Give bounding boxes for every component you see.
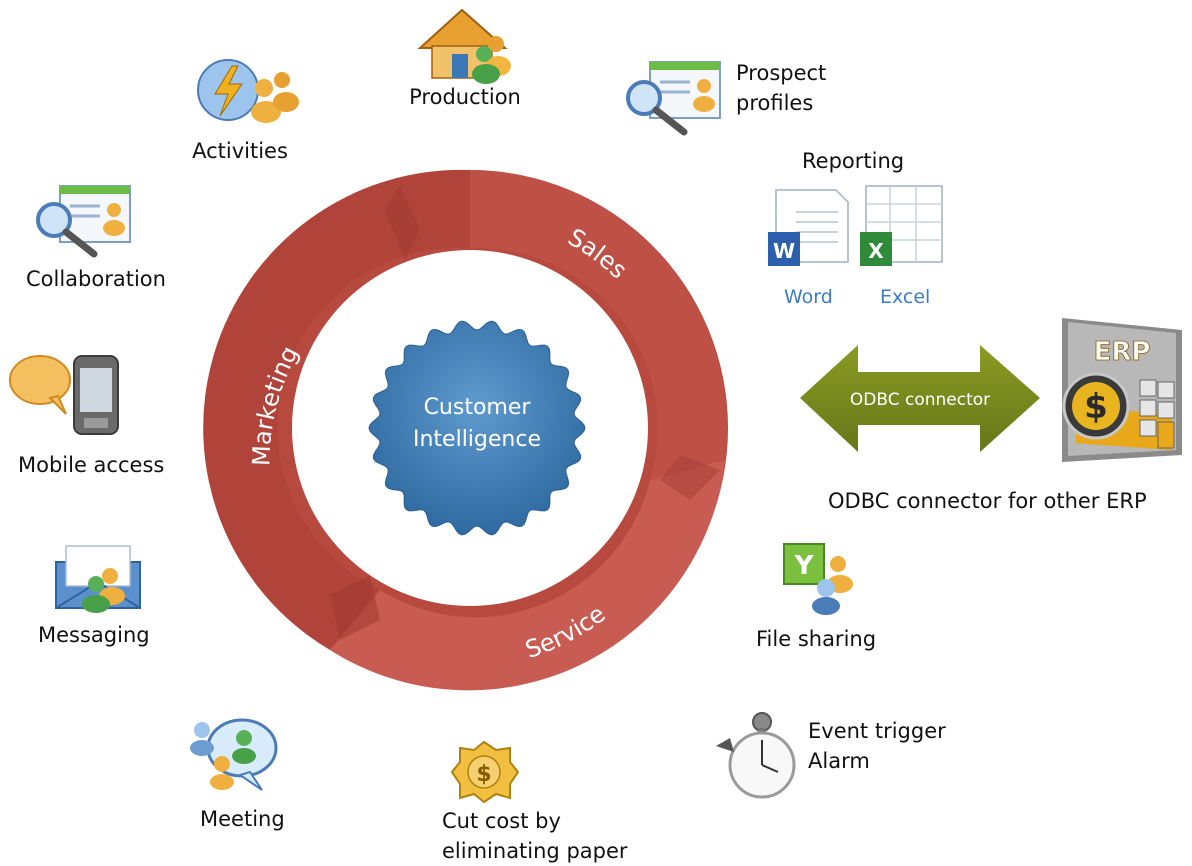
- ring-segment-marketing: [203, 169, 470, 650]
- ring-segment-service: [330, 460, 725, 691]
- ring-arrow-head-1: [385, 185, 420, 260]
- ring-arrow-head-2: [660, 455, 720, 500]
- collaboration-magnifier-icon: [36, 185, 131, 258]
- production-house-icon: [417, 8, 511, 84]
- svg-text:$: $: [476, 762, 491, 787]
- ring-segment-sales: [470, 170, 727, 480]
- erp-display-text: ERP: [1094, 337, 1151, 367]
- word-document-icon: W: [768, 189, 849, 266]
- feature-label-production: Production: [409, 85, 521, 109]
- feature-label-cutcost-line1: Cut cost by: [442, 809, 561, 833]
- feature-label-mobile-access: Mobile access: [18, 453, 165, 477]
- feature-label-cutcost-line2: eliminating paper: [442, 839, 628, 863]
- feature-label-event-line2: Alarm: [808, 749, 870, 773]
- feature-label-file-sharing: File sharing: [756, 627, 877, 651]
- meeting-people-icon: [190, 718, 278, 791]
- feature-label-collaboration: Collaboration: [26, 267, 166, 291]
- file-sharing-icon: Y: [783, 543, 853, 615]
- odbc-arrow-label: ODBC connector: [850, 390, 990, 410]
- svg-text:X: X: [868, 239, 884, 263]
- stopwatch-icon: [716, 712, 796, 799]
- feature-label-event-line1: Event trigger: [808, 719, 946, 743]
- badge-shape: [368, 320, 586, 536]
- svg-text:W: W: [773, 239, 795, 263]
- cost-coin-icon: $: [450, 740, 520, 804]
- badge-title-line2: Intelligence: [413, 427, 541, 452]
- feature-label-prospect-line1: Prospect: [736, 61, 827, 85]
- ring-arrow-head-3: [330, 575, 380, 640]
- svg-text:Y: Y: [794, 551, 815, 581]
- double-arrow-shape: [800, 345, 1040, 452]
- messaging-envelope-icon: [55, 545, 141, 613]
- feature-label-reporting: Reporting: [802, 149, 905, 173]
- center-badge: Customer Intelligence: [368, 320, 586, 536]
- reporting-word-label: Word: [784, 286, 833, 308]
- activities-lightning-icon: [197, 59, 299, 123]
- reporting-excel-label: Excel: [880, 286, 931, 308]
- feature-label-messaging: Messaging: [38, 623, 150, 647]
- odbc-caption: ODBC connector for other ERP: [828, 489, 1147, 513]
- odbc-connector-arrow: ODBC connector: [800, 345, 1040, 452]
- prospect-profile-icon: [626, 61, 721, 136]
- erp-dollar-sign: $: [1084, 387, 1108, 427]
- mobile-phone-icon: [9, 355, 119, 435]
- feature-label-meeting: Meeting: [200, 807, 285, 831]
- badge-title-line1: Customer: [424, 395, 532, 420]
- feature-label-activities: Activities: [192, 139, 288, 163]
- excel-spreadsheet-icon: X: [860, 185, 943, 266]
- erp-calculator-icon: ERP $: [1062, 318, 1182, 462]
- feature-label-prospect-line2: profiles: [736, 91, 814, 115]
